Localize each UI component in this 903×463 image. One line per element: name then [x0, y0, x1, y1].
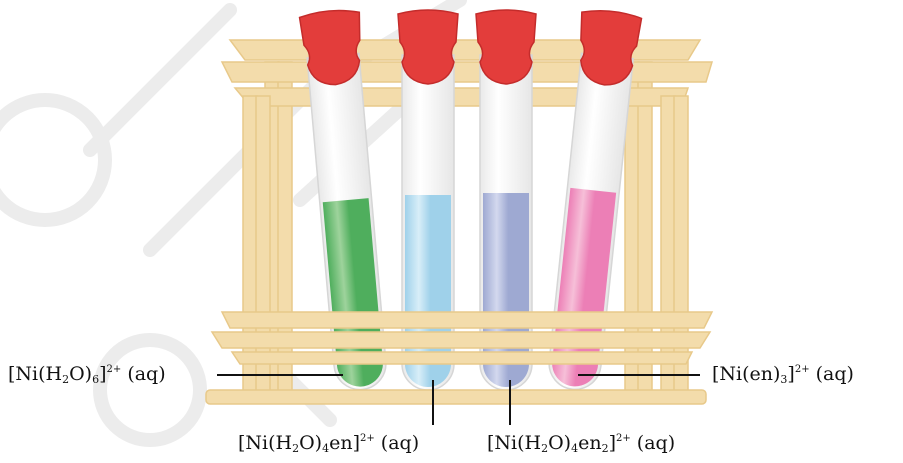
label-tube4: [Ni(en)3]2+ (aq) [712, 363, 854, 386]
tube-stopper [397, 9, 459, 85]
label-tube2: [Ni(H2O)4en]2+ (aq) [238, 432, 420, 455]
rack-lower-tray [210, 311, 714, 365]
rack-base [205, 389, 707, 405]
tube-stopper [580, 9, 643, 86]
tube-stopper [298, 9, 361, 86]
test-tubes [298, 9, 643, 391]
leader-lines [217, 374, 700, 425]
label-tube3: [Ni(H2O)4en2]2+ (aq) [487, 432, 676, 455]
label-tube1: [Ni(H2O)6]2+ (aq) [8, 363, 166, 386]
tube-stopper [475, 9, 537, 85]
test-tube-2 [397, 9, 459, 391]
rack-top-tray [220, 39, 714, 107]
